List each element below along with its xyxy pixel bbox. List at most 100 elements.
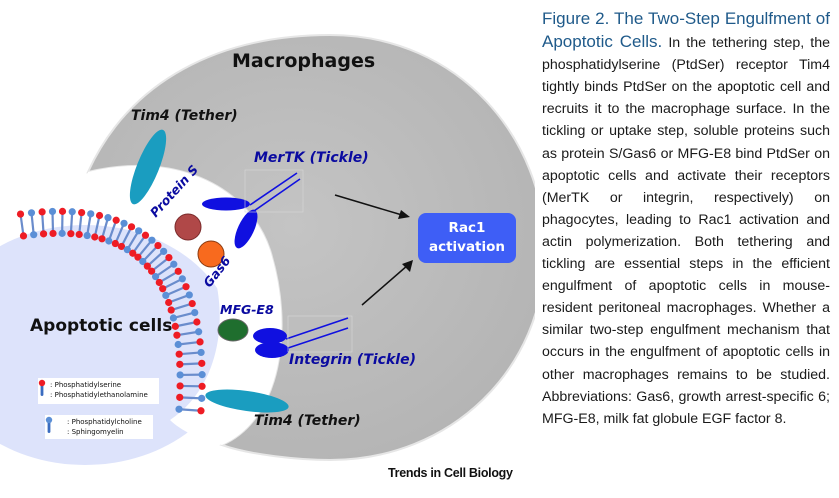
lipid-head — [185, 291, 193, 299]
lipid-head — [27, 209, 36, 217]
ptdser-head — [176, 393, 184, 401]
arrow-mertk-to-rac1 — [334, 194, 410, 219]
ptdser-head — [112, 216, 120, 224]
lipid-tail — [126, 230, 140, 251]
rac1-line2: activation — [428, 239, 506, 255]
lipid-tail — [170, 302, 193, 312]
mertk-receptor — [202, 169, 304, 249]
lipid-head — [87, 210, 95, 218]
lipid-tail — [131, 234, 147, 254]
lipid-bilayer — [16, 207, 206, 415]
ptdser-head — [117, 242, 126, 251]
lipid-tail — [78, 212, 83, 235]
lipid-head — [198, 394, 206, 402]
tim4-top-label: Tim4 (Tether) — [131, 108, 238, 124]
ptdser-head — [193, 318, 201, 326]
rac1-activation-box: Rac1 activation — [418, 213, 516, 263]
pc-lipid-icon — [45, 416, 53, 433]
ptdser-head — [39, 230, 48, 238]
ptdser-head — [75, 230, 83, 239]
lipid-head — [152, 273, 160, 281]
ptdser-head — [196, 338, 204, 346]
ptdser-head — [111, 239, 119, 248]
gas6-ball — [197, 240, 225, 268]
synapse-space — [88, 165, 282, 446]
ptdser-head — [182, 283, 190, 291]
lipid-tail — [168, 293, 190, 304]
ptdser-head — [155, 278, 163, 287]
macrophages-label: Macrophages — [232, 50, 376, 72]
lipid-tail — [19, 213, 25, 237]
caption-title: Figure 2. The Two-Step Engulfment of Apo… — [542, 9, 830, 52]
lipid-tail — [179, 396, 202, 400]
ptdser-head — [174, 267, 182, 275]
ptdser-lipid-icon — [38, 379, 46, 396]
legend-item-phosphatidylserine: : Phosphatidylserine — [50, 381, 122, 389]
lipid-tail — [178, 340, 201, 346]
lipid-tail — [120, 226, 133, 247]
lipid-head — [169, 314, 178, 322]
arrow-integrin-to-rac1 — [361, 260, 413, 306]
ptdser-head — [165, 298, 173, 307]
lipid-tail — [154, 263, 175, 278]
ptdser-head — [58, 207, 67, 215]
apoptotic-cells-label: Apoptotic cells — [30, 316, 173, 336]
ptdser-head — [171, 322, 179, 330]
lipid-tail — [107, 219, 118, 242]
mfge8-label: MFG-E8 — [220, 302, 274, 317]
lipid-head — [175, 405, 183, 413]
ptdser-head — [159, 285, 167, 293]
lipid-head — [135, 227, 143, 235]
lipid-head — [174, 340, 182, 349]
ptdser-head — [38, 208, 46, 216]
lipid-head — [198, 371, 206, 379]
legend-item-sphingomyelin: : Sphingomyelin — [67, 428, 124, 436]
lipid-head — [191, 308, 199, 317]
lipid-head — [178, 275, 186, 283]
ptdser-head — [143, 262, 151, 270]
ptdser-head — [134, 253, 142, 261]
lipid-head — [120, 219, 128, 227]
tim4-bottom-receptor — [205, 389, 289, 413]
lipid-head — [139, 257, 147, 266]
protein-s-ball — [174, 213, 202, 241]
lipid-head — [123, 246, 131, 254]
integrin-receptor — [253, 315, 353, 358]
lipid-head — [160, 247, 168, 255]
ptdser-head — [198, 382, 206, 390]
lipid-tail — [100, 217, 110, 240]
lipid-head — [176, 371, 184, 379]
figure-caption: Figure 2. The Two-Step Engulfment of Apo… — [542, 8, 830, 430]
lipid-tail — [150, 256, 170, 273]
ptdser-head — [175, 350, 183, 358]
ptdser-head — [197, 407, 205, 415]
ptdser-head — [129, 249, 137, 257]
ptdser-head — [173, 331, 181, 339]
lipid-head — [170, 260, 178, 268]
ptdser-head — [188, 299, 196, 308]
lipid-head — [195, 328, 203, 336]
lipid-head — [148, 236, 156, 244]
lipid-tail — [93, 215, 101, 238]
lipid-tail — [179, 351, 202, 356]
lipid-tail — [69, 211, 74, 234]
lipid-head — [83, 231, 91, 240]
ptdser-head — [148, 267, 156, 275]
mfge8-ball — [217, 318, 249, 342]
ptdser-head — [95, 211, 104, 220]
ptdser-head — [49, 229, 57, 238]
integrin-label: Integrin (Tickle) — [289, 352, 416, 368]
tim4-bottom-label: Tim4 (Tether) — [254, 413, 361, 429]
ptdser-head — [176, 360, 184, 368]
legend-item-phosphatidylcholine: : Phosphatidylcholine — [67, 418, 142, 426]
legend-pc-sm: : Phosphatidylcholine : Sphingomyelin — [45, 415, 153, 439]
ptdser-head — [165, 253, 173, 262]
engulfment-diagram: Macrophages Apoptotic cells Tim4 (Tether… — [0, 33, 535, 480]
ptdser-head — [78, 208, 86, 217]
lipid-tail — [176, 330, 199, 337]
lipid-tail — [179, 362, 202, 366]
lipid-head — [58, 229, 66, 237]
lipid-tail — [173, 311, 196, 320]
ptdser-head — [154, 241, 162, 250]
lipid-tail — [146, 250, 165, 267]
